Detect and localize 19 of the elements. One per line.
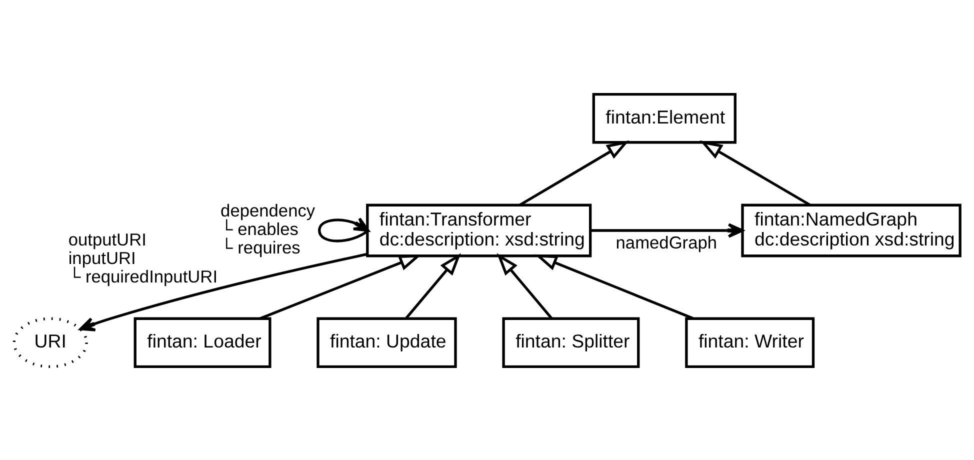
node-box: fintan: Loader — [134, 316, 272, 368]
edge-label: outputURI inputURI └ requiredInputURI — [68, 228, 218, 286]
arrow — [79, 252, 368, 331]
node-box: fintan:NamedGraph dc:description xsd:string — [741, 203, 962, 257]
arrow — [534, 254, 694, 320]
node-ellipse: URI — [12, 316, 88, 368]
node-box: fintan: Writer — [685, 316, 815, 368]
arrow — [496, 252, 552, 318]
arrow — [318, 216, 370, 242]
arrow — [700, 140, 810, 206]
node-box: fintan:Element — [592, 92, 736, 144]
edge-label: dependency └ enables └ requires — [220, 200, 316, 258]
node-box: fintan: Update — [316, 316, 457, 368]
edge-label: namedGraph — [616, 232, 718, 252]
arrow — [519, 140, 630, 206]
arrow — [590, 222, 744, 238]
node-box: fintan: Splitter — [502, 316, 640, 368]
node-box: fintan:Transformer dc:description: xsd:string — [366, 203, 592, 257]
arrow — [405, 252, 461, 318]
